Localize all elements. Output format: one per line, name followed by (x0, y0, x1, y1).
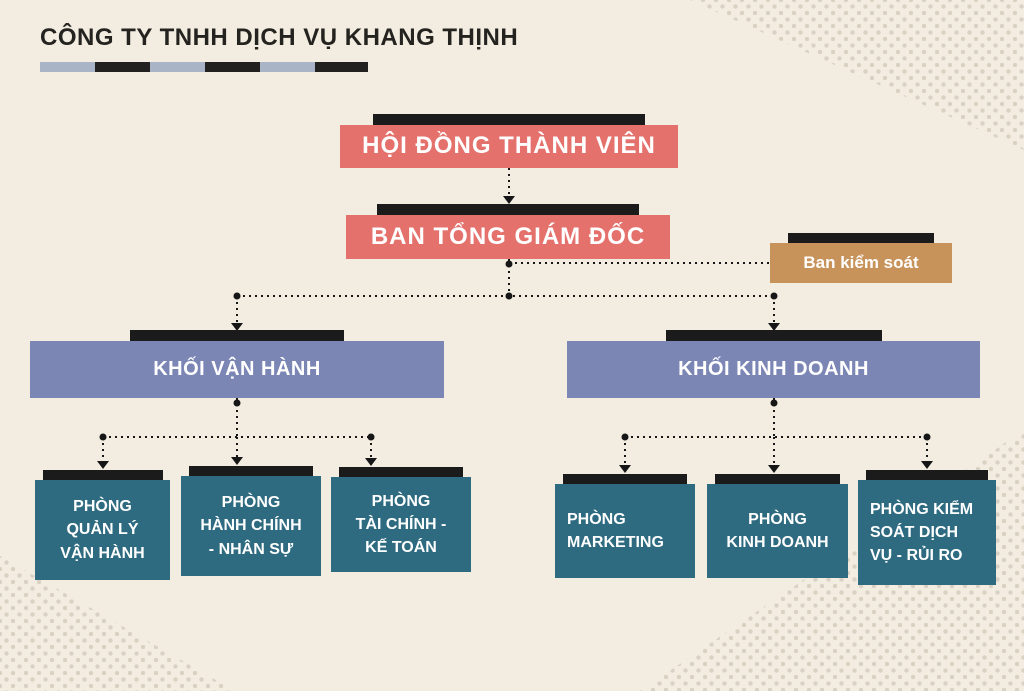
title-underline-stripes (40, 62, 368, 72)
node-top-bar (563, 474, 687, 484)
node-top-bar (130, 330, 344, 341)
org-node-label-dept-sales: PHÒNG KINH DOANH (707, 484, 848, 578)
org-node-label-dept-operations-management: PHÒNG QUẢN LÝ VẬN HÀNH (35, 480, 170, 580)
org-node-dept-finance-accounting: PHÒNG TÀI CHÍNH - KẾ TOÁN (331, 467, 471, 572)
page-title: CÔNG TY TNHH DỊCH VỤ KHANG THỊNH (40, 24, 519, 51)
org-node-label-division-business: KHỐI KINH DOANH (567, 341, 980, 398)
org-node-label-executive: BAN TỔNG GIÁM ĐỐC (346, 215, 670, 259)
org-node-label-dept-admin-hr: PHÒNG HÀNH CHÍNH - NHÂN SỰ (181, 476, 321, 576)
node-top-bar (715, 474, 840, 484)
org-node-division-operations: KHỐI VẬN HÀNH (30, 330, 444, 398)
org-node-label-control-board: Ban kiểm soát (770, 243, 952, 283)
node-top-bar (42, 470, 163, 480)
node-top-bar (788, 233, 934, 243)
org-node-control-board: Ban kiểm soát (770, 233, 952, 283)
org-node-label-board: HỘI ĐỒNG THÀNH VIÊN (340, 125, 678, 168)
org-node-dept-sales: PHÒNG KINH DOANH (707, 474, 848, 578)
org-node-label-division-operations: KHỐI VẬN HÀNH (30, 341, 444, 398)
org-node-dept-service-risk-control: PHÒNG KIỂM SOÁT DỊCH VỤ - RỦI RO (858, 470, 996, 585)
node-top-bar (189, 466, 313, 476)
org-node-label-dept-finance-accounting: PHÒNG TÀI CHÍNH - KẾ TOÁN (331, 477, 471, 572)
org-node-label-dept-service-risk-control: PHÒNG KIỂM SOÁT DỊCH VỤ - RỦI RO (858, 480, 996, 585)
node-top-bar (339, 467, 463, 477)
node-top-bar (866, 470, 988, 480)
org-node-board: HỘI ĐỒNG THÀNH VIÊN (340, 114, 678, 168)
node-top-bar (665, 330, 882, 341)
node-top-bar (377, 204, 639, 215)
org-node-division-business: KHỐI KINH DOANH (567, 330, 980, 398)
org-node-executive: BAN TỔNG GIÁM ĐỐC (346, 204, 670, 259)
org-node-dept-operations-management: PHÒNG QUẢN LÝ VẬN HÀNH (35, 470, 170, 580)
org-node-dept-marketing: PHÒNG MARKETING (555, 474, 695, 578)
org-node-label-dept-marketing: PHÒNG MARKETING (555, 484, 695, 578)
org-node-dept-admin-hr: PHÒNG HÀNH CHÍNH - NHÂN SỰ (181, 466, 321, 576)
node-top-bar (373, 114, 645, 125)
